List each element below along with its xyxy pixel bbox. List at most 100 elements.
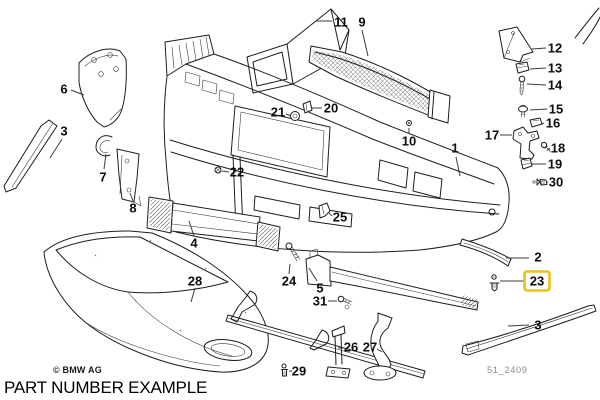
part-callout-9[interactable]: 9	[358, 15, 368, 57]
part-number-label: 26	[344, 340, 358, 355]
crease-1	[170, 140, 500, 205]
corner-strip-part	[79, 49, 126, 127]
hole	[532, 135, 535, 138]
part-callout-18[interactable]: 18	[547, 141, 565, 156]
part-number-label: 24	[282, 274, 297, 289]
part-callout-11[interactable]: 11	[316, 15, 348, 30]
part-callout-6[interactable]: 6	[60, 82, 84, 97]
hole	[507, 51, 510, 54]
part-callout-26[interactable]: 26	[338, 340, 358, 355]
part-callout-27[interactable]: 27	[363, 340, 382, 355]
shaft	[521, 112, 525, 117]
part-number-label: 9	[358, 15, 365, 30]
part-callout-31[interactable]: 31	[313, 294, 337, 309]
expanding-rivet-23-part	[490, 275, 499, 291]
leader-line	[329, 213, 332, 216]
part-callout-16[interactable]: 16	[542, 116, 560, 131]
part-callout-21[interactable]: 21	[271, 105, 291, 120]
mount-dots	[95, 240, 246, 331]
leader-line	[104, 154, 106, 169]
rivet-29-part	[282, 364, 288, 376]
side-rail-left-part	[4, 120, 57, 192]
pin	[533, 181, 535, 183]
outline	[319, 203, 330, 218]
part-callout-3-left[interactable]: 3	[50, 124, 68, 159]
part-number-label: 10	[402, 134, 416, 149]
part-callout-14[interactable]: 14	[527, 78, 563, 93]
fog-recess	[203, 337, 253, 363]
part-callout-30[interactable]: 30	[546, 175, 563, 190]
part-callout-15[interactable]: 15	[530, 102, 563, 117]
leader-line	[377, 349, 382, 352]
part-callout-20[interactable]: 20	[312, 101, 338, 116]
outer	[291, 112, 300, 121]
part-number-label: 6	[60, 82, 67, 97]
hole	[331, 370, 334, 373]
part-callout-19[interactable]: 19	[532, 157, 562, 172]
outline	[462, 305, 596, 355]
end-box	[428, 90, 450, 123]
part-number-label: 5	[316, 281, 323, 296]
leader-line	[530, 109, 547, 110]
part-callout-5[interactable]: 5	[309, 268, 324, 296]
foot	[364, 366, 396, 380]
part-callout-10[interactable]: 10	[402, 128, 416, 149]
inner	[120, 155, 141, 206]
body-line	[332, 272, 476, 306]
leader-line	[191, 288, 195, 302]
mesh-hatch	[312, 50, 440, 116]
outline	[117, 149, 139, 202]
fog-cutouts	[378, 160, 442, 198]
end-box-line	[432, 92, 434, 119]
hole	[342, 371, 345, 374]
part-number-label: 17	[485, 128, 499, 143]
leader-line	[508, 325, 529, 326]
inner	[464, 243, 508, 262]
front-spoiler-part	[44, 231, 268, 372]
part-number-label: 27	[363, 340, 377, 355]
part-callout-22[interactable]: 22	[222, 165, 244, 180]
push-rivet-30-part	[533, 179, 547, 185]
left-cap-hatch	[149, 199, 171, 231]
leader-line	[542, 123, 544, 124]
part-callout-12[interactable]: 12	[532, 41, 562, 56]
pin	[408, 122, 410, 124]
top-tab	[332, 326, 345, 337]
part-callout-2[interactable]: 2	[506, 250, 542, 265]
part-number-label: 4	[190, 236, 198, 251]
inner	[466, 308, 592, 349]
part-callout-25[interactable]: 25	[329, 210, 347, 225]
shaft	[290, 248, 300, 262]
shaft	[343, 298, 352, 305]
detail	[287, 9, 349, 84]
part-number-label: 23	[530, 274, 544, 289]
part-callout-8[interactable]: 8	[129, 193, 137, 216]
part-callout-17[interactable]: 17	[485, 128, 512, 143]
inner	[533, 120, 539, 121]
grommet-21-part	[291, 112, 300, 121]
part-number-label: 25	[333, 210, 347, 225]
part-number-label: 29	[292, 364, 306, 379]
part-callout-13[interactable]: 13	[530, 61, 562, 76]
part-callout-7[interactable]: 7	[99, 154, 107, 185]
part-callout-29[interactable]: 29	[289, 364, 306, 379]
head	[537, 179, 540, 185]
boss	[92, 58, 97, 63]
leader-line	[189, 221, 194, 236]
context-line	[583, 17, 600, 44]
top-surface	[56, 237, 228, 293]
part-callout-3-right[interactable]: 3	[508, 318, 542, 333]
part-callout-24[interactable]: 24	[282, 264, 297, 289]
part-callout-4[interactable]: 4	[189, 221, 198, 251]
part-number-label: 7	[99, 170, 106, 185]
outline	[513, 127, 539, 159]
part-number-label: 3	[534, 318, 541, 333]
part-number-label: 31	[313, 294, 327, 309]
part-callout-23[interactable]: 23	[500, 272, 550, 291]
detail	[315, 52, 437, 103]
part-callout-28[interactable]: 28	[188, 274, 202, 303]
boss	[108, 53, 113, 58]
leader-line	[362, 30, 368, 56]
part-callout-1[interactable]: 1	[451, 141, 460, 177]
